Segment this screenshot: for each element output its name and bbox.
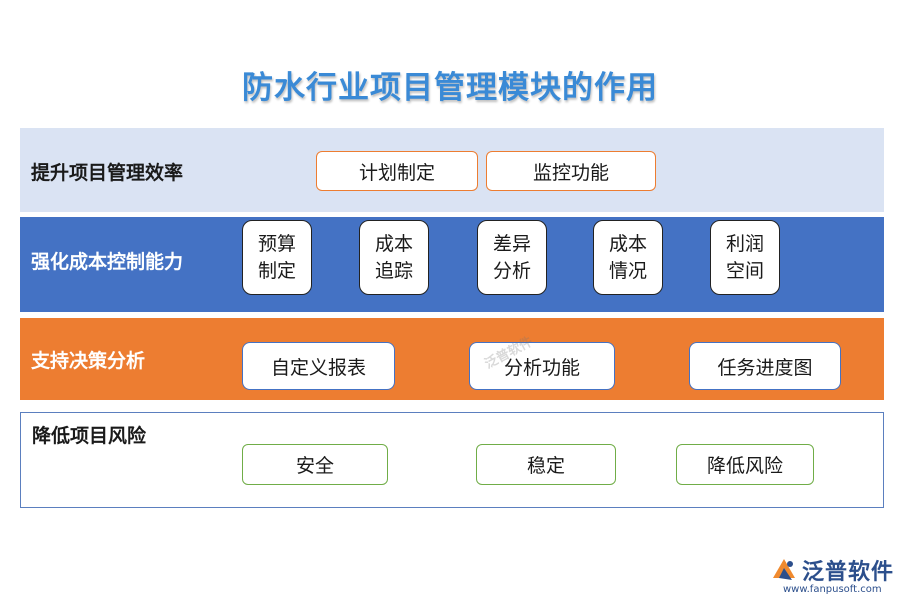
item-progress-chart: 任务进度图 bbox=[689, 342, 841, 390]
item-analysis: 分析功能 bbox=[469, 342, 615, 390]
item-cost-tracking: 成本追踪 bbox=[359, 220, 429, 295]
logo-name: 泛普软件 bbox=[802, 560, 895, 585]
row-label-risk: 降低项目风险 bbox=[32, 425, 147, 447]
row-risk: 降低项目风险 bbox=[20, 412, 884, 508]
item-reduce-risk: 降低风险 bbox=[676, 444, 814, 485]
fanpu-logo-icon bbox=[773, 559, 795, 580]
item-safety: 安全 bbox=[242, 444, 388, 485]
item-custom-report: 自定义报表 bbox=[242, 342, 395, 390]
item-budget: 预算制定 bbox=[242, 220, 312, 295]
item-profit: 利润空间 bbox=[710, 220, 780, 295]
row-label-decision: 支持决策分析 bbox=[31, 350, 146, 372]
brand-logo: 泛普软件 bbox=[770, 554, 894, 586]
logo-url: www.fanpusoft.com bbox=[783, 584, 882, 595]
row-label-efficiency: 提升项目管理效率 bbox=[31, 162, 184, 184]
item-plan: 计划制定 bbox=[316, 151, 478, 191]
item-stability: 稳定 bbox=[476, 444, 616, 485]
row-label-cost-control: 强化成本控制能力 bbox=[31, 251, 184, 273]
item-monitor: 监控功能 bbox=[486, 151, 656, 191]
diagram-title: 防水行业项目管理模块的作用 bbox=[242, 70, 658, 106]
item-cost-status: 成本情况 bbox=[593, 220, 663, 295]
item-variance: 差异分析 bbox=[477, 220, 547, 295]
